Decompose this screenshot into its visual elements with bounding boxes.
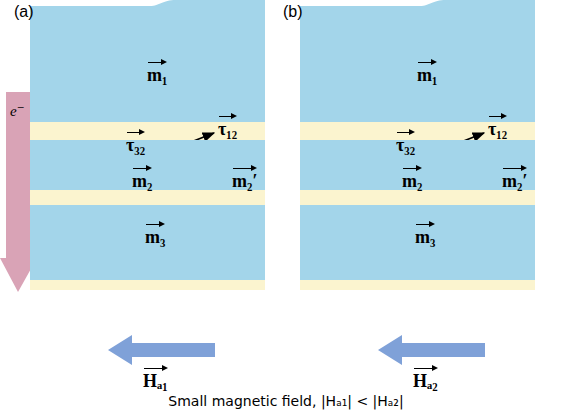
magnetic-layer: m₁ (300, 13, 535, 122)
vector-label: m₃ (415, 222, 435, 246)
panel-illustration (300, 0, 535, 290)
electron-label: e⁻ (10, 104, 25, 119)
field-label: Hₐ₂ (413, 366, 438, 390)
panel-label: (a) (14, 4, 34, 20)
spacer-layer (30, 190, 265, 205)
vector-label: τ₁₂ (218, 114, 237, 138)
field-arrow (378, 335, 485, 365)
magnetic-layer: m₃ (300, 205, 535, 280)
magnetic-layer: τ₃₂τ₁₂m₂m₂′ (30, 140, 265, 190)
vector-label: τ₁₂ (488, 114, 507, 138)
vector-label: m₂′ (232, 166, 257, 190)
magnetic-layer: τ₃₂τ₁₂m₂m₂′ (300, 140, 535, 190)
vector-label: τ₃₂ (396, 130, 415, 154)
vector-label: m₂ (132, 166, 152, 190)
vector-label: m₂′ (502, 166, 527, 190)
field-label: Hₐ₁ (143, 366, 168, 390)
spacer-layer (30, 280, 265, 290)
panel-label: (b) (283, 4, 303, 20)
spacer-layer (300, 190, 535, 205)
vector-label: m₃ (145, 222, 165, 246)
wavy-top-edge (30, 0, 265, 13)
vector-label: m₂ (402, 166, 422, 190)
spacer-layer (300, 280, 535, 290)
vector-label: m₁ (417, 60, 437, 84)
caption: Small magnetic field, |Hₐ₁| < |Hₐ₂| (168, 394, 403, 408)
panel-illustration (30, 0, 265, 290)
vector-label: m₁ (147, 60, 167, 84)
field-arrow (108, 335, 215, 365)
vector-label: τ₃₂ (126, 130, 145, 154)
magnetic-layer: m₃ (30, 205, 265, 280)
magnetic-layer: m₁ (30, 13, 265, 122)
wavy-top-edge (300, 0, 535, 13)
